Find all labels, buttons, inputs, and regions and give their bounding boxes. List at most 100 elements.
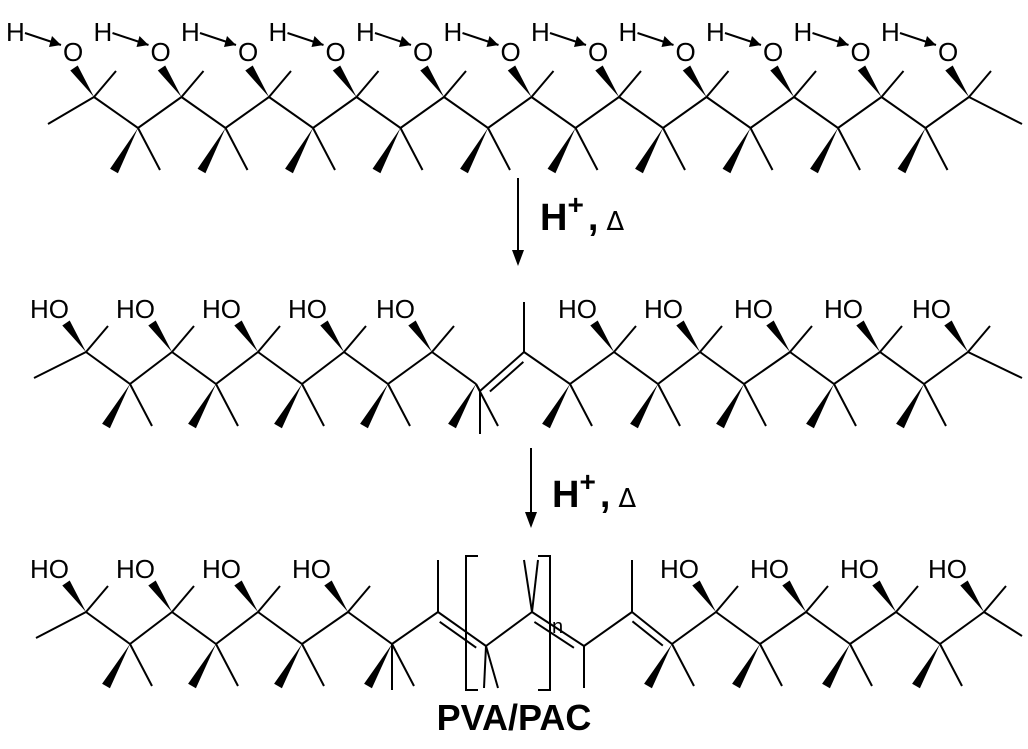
bond bbox=[171, 325, 195, 353]
bond bbox=[531, 559, 539, 613]
bond bbox=[849, 611, 897, 645]
arrowhead bbox=[924, 36, 936, 47]
bond bbox=[895, 611, 941, 645]
wedge-bond bbox=[810, 128, 838, 174]
bond bbox=[215, 611, 259, 645]
bond bbox=[443, 96, 489, 129]
bond bbox=[569, 351, 615, 385]
reagent-acid-2: H+,Δ bbox=[552, 466, 636, 516]
bond bbox=[699, 325, 723, 353]
arrowhead bbox=[49, 36, 61, 47]
bond bbox=[475, 383, 481, 392]
hydroxyl-label: HO bbox=[116, 294, 155, 324]
bond bbox=[895, 585, 919, 613]
bond bbox=[268, 96, 314, 129]
bond bbox=[391, 611, 439, 645]
repeat-unit-bracket-right bbox=[538, 555, 551, 691]
hydroxyl-label: HO bbox=[376, 294, 415, 324]
hydrogen-label: H bbox=[794, 17, 813, 47]
hydroxyl-label: HO bbox=[928, 554, 967, 584]
wedge-bond bbox=[766, 320, 790, 352]
bond bbox=[85, 585, 109, 613]
bond bbox=[85, 351, 131, 385]
bond bbox=[662, 96, 708, 129]
hydrogen-label: H bbox=[531, 17, 550, 47]
double-bond-line bbox=[439, 620, 477, 649]
hydrogen-label: H bbox=[619, 17, 638, 47]
wedge-bond bbox=[676, 320, 700, 352]
bond bbox=[924, 127, 949, 171]
bond bbox=[574, 127, 599, 171]
repeat-unit-subscript: n bbox=[552, 616, 563, 638]
wedge-bond bbox=[148, 580, 172, 612]
wedge-bond bbox=[285, 128, 313, 174]
wedge-bond bbox=[197, 128, 226, 174]
wedge-bond bbox=[896, 384, 924, 429]
arrowhead bbox=[486, 36, 499, 47]
bond bbox=[355, 96, 402, 129]
oxygen-label: O bbox=[238, 37, 258, 67]
bond bbox=[837, 127, 861, 171]
bond bbox=[759, 643, 783, 687]
bond bbox=[657, 351, 701, 385]
bond bbox=[301, 383, 325, 427]
hydroxyl-label: HO bbox=[644, 294, 683, 324]
wedge-bond bbox=[320, 320, 344, 352]
bond bbox=[487, 127, 511, 171]
wedge-bond bbox=[872, 580, 896, 612]
bond bbox=[137, 96, 183, 129]
arrowhead bbox=[836, 36, 849, 47]
wedge-bond bbox=[234, 320, 258, 352]
wedge-bond bbox=[372, 128, 401, 174]
bond bbox=[479, 351, 525, 392]
bond bbox=[171, 585, 195, 613]
hydroxyl-label: HO bbox=[116, 554, 155, 584]
bond bbox=[618, 96, 664, 129]
bond bbox=[759, 611, 807, 645]
bond bbox=[793, 70, 817, 98]
wedge-bond bbox=[857, 65, 882, 97]
bond bbox=[355, 70, 380, 98]
bond bbox=[939, 611, 985, 645]
hydrogen-label: H bbox=[6, 17, 25, 47]
wedge-bond bbox=[732, 644, 760, 689]
bond bbox=[789, 351, 835, 385]
wedge-bond bbox=[110, 128, 138, 174]
arrowhead bbox=[399, 36, 411, 47]
wedge-bond bbox=[332, 65, 357, 97]
wedge-bond bbox=[630, 384, 658, 429]
bond bbox=[129, 643, 153, 687]
bond bbox=[347, 585, 371, 613]
bond bbox=[437, 611, 487, 647]
bond bbox=[705, 70, 730, 98]
bond bbox=[257, 351, 303, 385]
wedge-bond bbox=[364, 644, 392, 689]
bond bbox=[569, 383, 593, 427]
hydroxyl-label: HO bbox=[912, 294, 951, 324]
oxygen-label: O bbox=[413, 37, 433, 67]
wedge-bond bbox=[188, 384, 216, 429]
bond bbox=[443, 70, 467, 98]
bond bbox=[343, 325, 367, 353]
bond bbox=[631, 611, 673, 645]
wedge-bond bbox=[188, 644, 216, 689]
bond bbox=[530, 70, 555, 98]
bond bbox=[215, 351, 259, 385]
bond bbox=[523, 559, 533, 613]
hydroxyl-label: HO bbox=[288, 294, 327, 324]
bond bbox=[805, 611, 851, 645]
bond bbox=[347, 611, 393, 645]
bond bbox=[431, 351, 477, 385]
bond bbox=[671, 611, 717, 645]
bond bbox=[879, 325, 903, 353]
hydrogen-label: H bbox=[94, 17, 113, 47]
oxygen-label: O bbox=[676, 37, 696, 67]
bond bbox=[129, 383, 153, 427]
bond bbox=[387, 383, 411, 427]
arrowhead bbox=[224, 36, 236, 47]
reaction-arrow-2: H+,Δ bbox=[525, 448, 636, 528]
bond bbox=[268, 70, 292, 98]
